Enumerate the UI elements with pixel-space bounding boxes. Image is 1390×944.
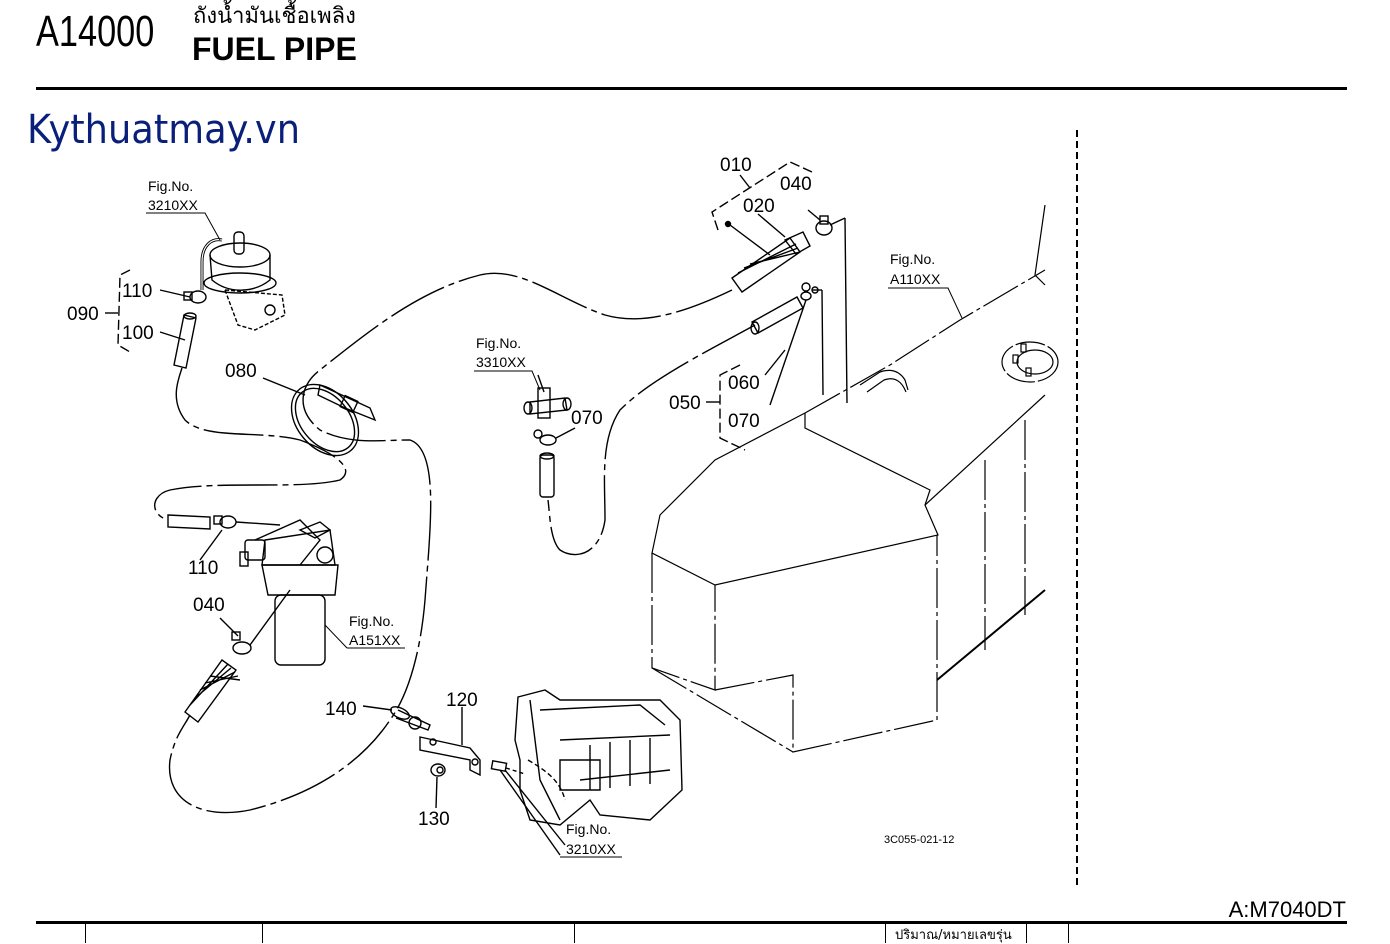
header-divider (36, 87, 1347, 90)
bolt-3210 (490, 760, 526, 775)
callout-040-upper: 040 (780, 174, 812, 195)
hose-clamp-040-lower (231, 589, 291, 655)
fuel-filter-drawing (239, 519, 339, 666)
bracket-050 (719, 364, 746, 451)
section-code: A14000 (36, 7, 155, 56)
callout-080: 080 (225, 361, 257, 382)
callout-050: 050 (669, 393, 701, 414)
tee-joint-drawing (523, 374, 572, 419)
engine-block-drawing (514, 689, 683, 826)
table-column-divider (885, 922, 886, 943)
hose-tee-lower (539, 452, 555, 498)
clip-140 (389, 706, 431, 731)
callout-090: 090 (67, 304, 99, 325)
hose-100 (173, 312, 197, 369)
table-column-divider (85, 922, 86, 943)
parts-table-quantity-header: ปริมาณ/หมายเลขรุ่น (895, 928, 1012, 943)
callout-020: 020 (743, 196, 775, 217)
callout-110-upper: 110 (122, 281, 152, 302)
callout-110-lower: 110 (188, 558, 218, 579)
fig-ref-number-engine[interactable]: 3210XX (566, 841, 616, 857)
fig-ref-label-engine: Fig.No. (566, 821, 611, 837)
table-column-divider (262, 922, 263, 943)
callout-120: 120 (446, 690, 478, 711)
model-code: A:M7040DT (1228, 897, 1346, 922)
callout-130: 130 (418, 809, 450, 830)
hose-060 (750, 296, 804, 335)
watermark: Kythuatmay.vn (27, 107, 301, 153)
fig-ref-number-tee[interactable]: 3310XX (476, 354, 526, 370)
hose-filter-inlet (167, 514, 281, 530)
callout-040-lower: 040 (193, 595, 225, 616)
fuel-pump-drawing (200, 231, 286, 331)
callout-140: 140 (325, 699, 357, 720)
fig-ref-label-tee: Fig.No. (476, 335, 521, 351)
callout-100: 100 (122, 323, 154, 344)
hose-clip-070-lower (533, 427, 576, 446)
bracket-090 (117, 269, 131, 353)
callout-070-right: 070 (728, 411, 760, 432)
table-column-divider (1026, 922, 1027, 943)
table-column-divider (1068, 922, 1069, 943)
fuel-pipe-main (168, 272, 733, 814)
footer-divider (36, 921, 1347, 924)
section-title: FUEL PIPE (192, 31, 357, 67)
fuel-pipe-return (547, 324, 756, 556)
callout-070-tee: 070 (571, 408, 603, 429)
fuel-tank-drawing (651, 204, 1059, 753)
fig-ref-number-tank[interactable]: A110XX (890, 271, 941, 287)
corrugated-hose-lower (184, 659, 241, 723)
cable-tie-080 (290, 383, 377, 457)
fig-ref-number-pump[interactable]: 3210XX (148, 197, 198, 213)
section-title-thai: ถังน้ำมันเชื้อเพลิง (193, 4, 356, 29)
table-column-divider (574, 922, 575, 943)
bracket-010 (711, 161, 813, 231)
fig-ref-label-pump: Fig.No. (148, 178, 193, 194)
fuel-pipe-pump-to-filter (154, 367, 347, 521)
fig-ref-label-filter: Fig.No. (349, 613, 394, 629)
fig-ref-number-filter[interactable]: A151XX (349, 632, 401, 648)
fig-ref-label-tank: Fig.No. (890, 251, 935, 267)
bracket-120 (419, 736, 481, 777)
callout-010: 010 (720, 155, 752, 176)
corrugated-hose-020 (731, 231, 811, 293)
hose-clip-070-upper (800, 282, 819, 301)
nut-130 (430, 763, 446, 809)
drawing-number: 3C055-021-12 (884, 834, 954, 846)
callout-060: 060 (728, 373, 760, 394)
hose-clamp-040-upper (807, 209, 833, 236)
